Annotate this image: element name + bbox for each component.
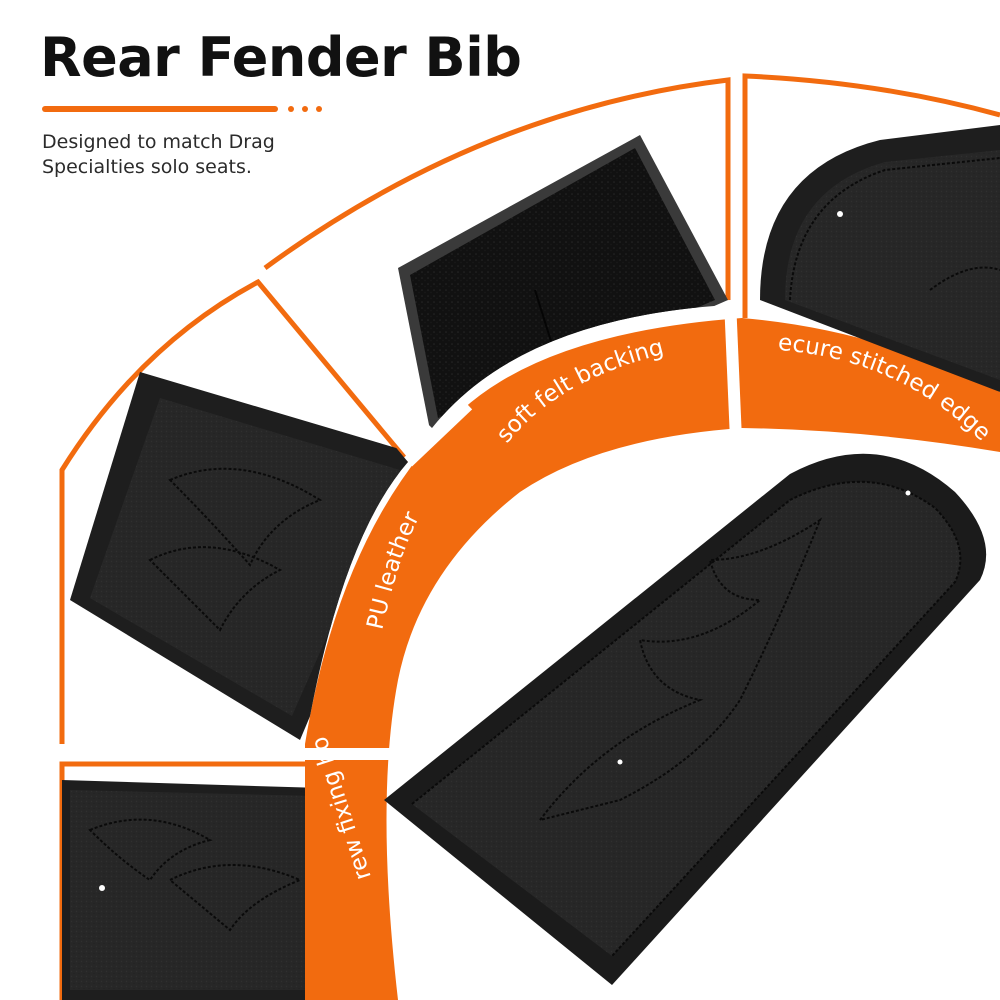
page-title: Rear Fender Bib [40,26,522,89]
main-fender-bib [384,453,987,985]
title-underline-bar [42,106,278,112]
stitched-edges-photo [760,125,1000,392]
title-underline-dot [316,106,322,112]
segment-separators [300,299,742,760]
screw-fixing-photo [62,780,305,1000]
title-underline-dot [302,106,308,112]
page-subtitle: Designed to match Drag Specialties solo … [42,131,275,178]
accent-arc-bands [305,318,1000,1000]
title-underline-dot [288,106,294,112]
